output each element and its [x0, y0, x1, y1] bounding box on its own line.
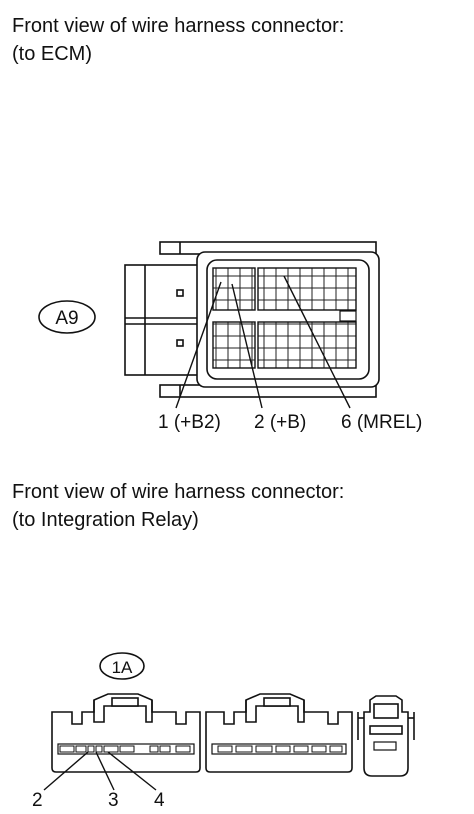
ecm-pin-6-label: 6 (MREL) — [341, 412, 422, 433]
leader-pin-2 — [231, 283, 263, 409]
relay-caption-line2: (to Integration Relay) — [12, 509, 199, 531]
relay-connector-middle — [205, 693, 353, 773]
ecm-pin-2-label: 2 (+B) — [254, 412, 306, 433]
ecm-connector-a9 — [124, 241, 380, 398]
relay-connector-small — [357, 695, 415, 777]
relay-pin-2-label: 2 — [32, 790, 43, 811]
ecm-connector-id: A9 — [55, 308, 78, 329]
leader-pin-1 — [175, 281, 222, 409]
relay-connector-caption: Front view of wire harness connector: (t… — [12, 478, 344, 534]
relay-pin-3-label: 3 — [108, 790, 119, 811]
relay-connector-id: 1A — [112, 658, 133, 677]
relay-connector-1a — [51, 693, 201, 773]
ecm-pin-1-label: 1 (+B2) — [158, 412, 221, 433]
relay-caption-line1: Front view of wire harness connector: — [12, 481, 345, 503]
ecm-caption-line1: Front view of wire harness connector: — [12, 15, 345, 37]
leader-relay-pin-4 — [107, 751, 157, 791]
ecm-pin-leaders — [175, 275, 351, 409]
relay-pin-leaders — [43, 751, 157, 791]
relay-pin-4-label: 4 — [154, 790, 165, 811]
ecm-caption-line2: (to ECM) — [12, 43, 92, 65]
leader-pin-6 — [283, 275, 351, 409]
ecm-connector-caption: Front view of wire harness connector: (t… — [12, 12, 344, 68]
ecm-connector-id-badge: A9 — [38, 300, 96, 334]
leader-relay-pin-3 — [95, 751, 115, 791]
relay-connector-id-badge: 1A — [99, 652, 145, 680]
leader-relay-pin-2 — [43, 751, 89, 791]
